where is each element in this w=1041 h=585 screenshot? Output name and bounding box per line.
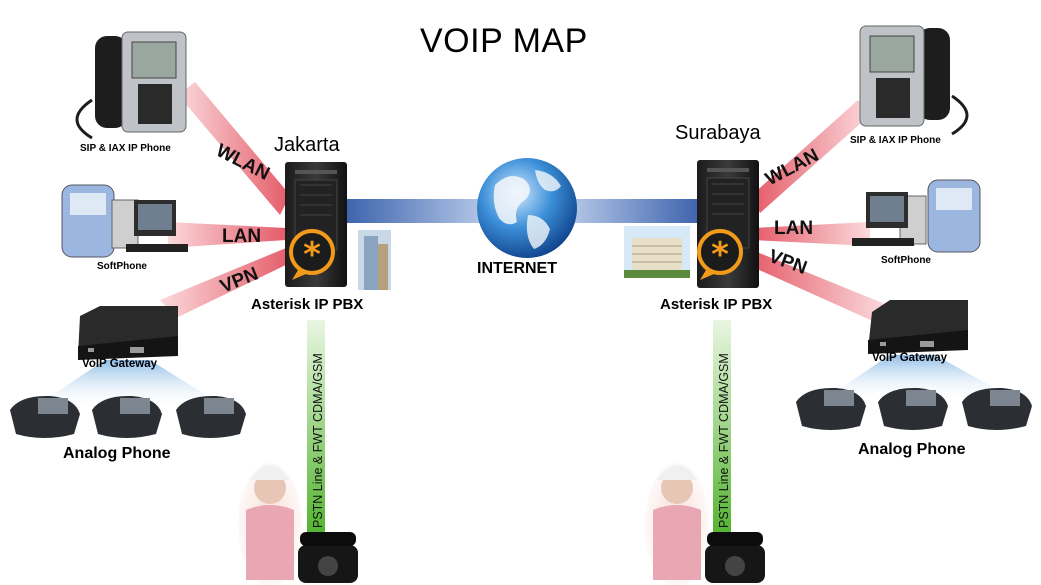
desk-phone-right-icon xyxy=(705,532,765,583)
pbx-label-left: Asterisk IP PBX xyxy=(251,296,364,313)
jakarta-building-icon xyxy=(358,230,391,290)
softphone-left-icon xyxy=(61,184,188,258)
link-vpn-right xyxy=(748,250,885,322)
pstn-link-right xyxy=(713,320,731,540)
pstn-user-right-icon xyxy=(645,463,709,585)
city-label-right: Surabaya xyxy=(675,122,761,144)
city-label-left: Jakarta xyxy=(274,134,340,156)
softphone-right-icon xyxy=(852,179,981,253)
gateway-label-right: VoIP Gateway xyxy=(872,352,947,364)
voip-gateway-left-icon xyxy=(78,306,178,360)
softphone-label-left: SoftPhone xyxy=(97,261,147,272)
pbx-label-right: Asterisk IP PBX xyxy=(660,296,773,313)
pstn-label-left: PSTN Line & FWT CDMA/GSM xyxy=(311,353,325,528)
ip-phone-left-icon xyxy=(75,31,187,140)
ip-phone-right-icon xyxy=(859,25,969,136)
wan-link-left xyxy=(345,199,490,223)
asterisk-logo-right-icon: * xyxy=(697,229,743,280)
analog-phone-right-icon xyxy=(796,387,1032,430)
diagram-title: VOIP MAP xyxy=(420,22,588,60)
analog-label-right: Analog Phone xyxy=(858,441,966,458)
surabaya-building-icon xyxy=(624,226,690,278)
svg-text:*: * xyxy=(711,235,729,275)
link-wlan-left xyxy=(178,82,290,215)
wan-link-right xyxy=(565,199,700,223)
svg-text:*: * xyxy=(303,235,321,275)
ip-phone-label-left: SIP & IAX IP Phone xyxy=(80,143,171,154)
link-label-lan-left: LAN xyxy=(222,226,262,247)
link-lan-right xyxy=(752,222,870,246)
gateway-fan-left xyxy=(30,360,230,410)
link-lan-left xyxy=(168,222,286,248)
pstn-label-right: PSTN Line & FWT CDMA/GSM xyxy=(717,353,731,528)
desk-phone-left-icon xyxy=(298,532,358,583)
gateway-fan-right xyxy=(820,355,1020,402)
internet-globe-icon xyxy=(477,158,577,258)
voip-gateway-right-icon xyxy=(868,300,968,354)
ip-phone-label-right: SIP & IAX IP Phone xyxy=(850,135,941,146)
analog-label-left: Analog Phone xyxy=(63,445,171,462)
gateway-label-left: VoIP Gateway xyxy=(82,358,157,370)
softphone-label-right: SoftPhone xyxy=(881,255,931,266)
link-label-lan-right: LAN xyxy=(774,218,814,239)
link-wlan-right xyxy=(752,100,870,213)
asterisk-logo-left-icon: * xyxy=(289,229,335,280)
link-vpn-left xyxy=(160,248,292,318)
internet-label: INTERNET xyxy=(477,260,557,277)
analog-phone-left-icon xyxy=(10,395,246,438)
pstn-link-left xyxy=(307,320,325,540)
pstn-user-left-icon xyxy=(238,463,302,585)
